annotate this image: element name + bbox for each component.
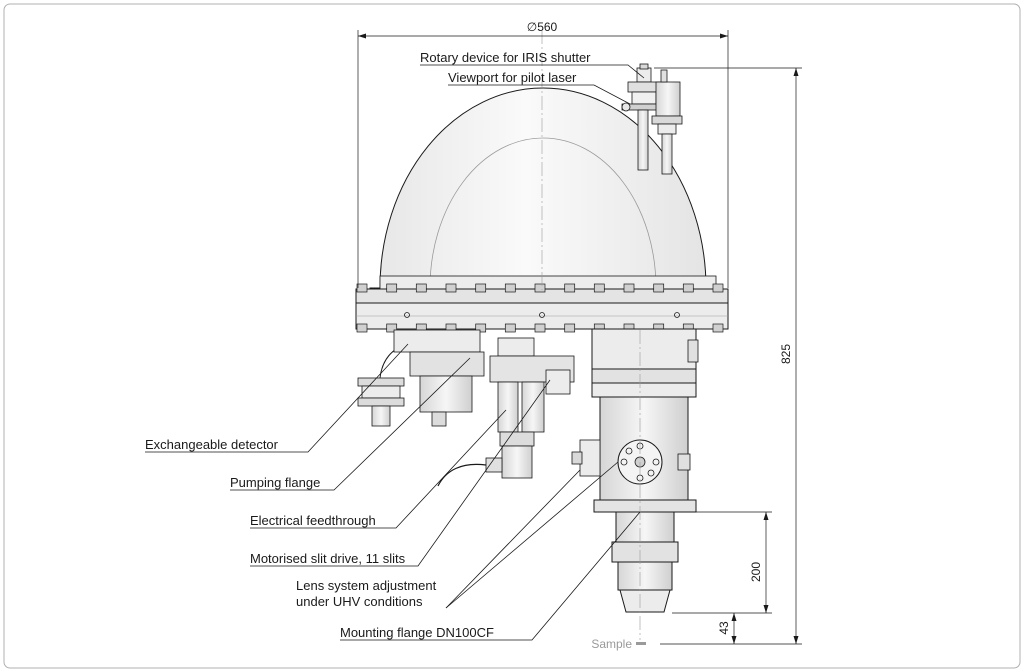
label-lens-adjust-line1: Lens system adjustment [296, 578, 437, 593]
dimension-lens-height [672, 511, 772, 614]
label-lens-adjust-line2: under UHV conditions [296, 594, 423, 609]
label-pumping-flange: Pumping flange [230, 475, 320, 490]
flange-bolt [564, 283, 576, 293]
dim-lens-height-label: 200 [749, 562, 763, 582]
mounting-flange [593, 499, 697, 613]
flange-holes [404, 312, 680, 318]
flange-bolt [445, 283, 457, 293]
pumping-flange-assembly [393, 329, 485, 427]
flange-bolts-top [356, 283, 724, 293]
pilot-laser-viewport [651, 69, 683, 175]
slit-drive-assembly [437, 337, 575, 487]
flange-bolt [682, 283, 694, 293]
exchangeable-detector [357, 343, 409, 427]
flange-bolt [415, 283, 427, 293]
label-rotary-device: Rotary device for IRIS shutter [420, 50, 591, 65]
leader-lines [145, 64, 645, 641]
flange-bolt [564, 323, 576, 333]
dimension-total-height [654, 67, 802, 645]
flange-bolt [712, 323, 724, 333]
flange-bolt [475, 323, 487, 333]
dim-sample-height-label: 43 [717, 621, 731, 635]
flange-bolt [593, 283, 605, 293]
flange-bolt [534, 283, 546, 293]
flange-bolt [386, 283, 398, 293]
flange-bolts-bottom [356, 323, 724, 333]
label-electrical-feedthrough: Electrical feedthrough [250, 513, 376, 528]
label-exchangeable-detector: Exchangeable detector [145, 437, 279, 452]
flange-bolt [623, 283, 635, 293]
label-slit-drive: Motorised slit drive, 11 slits [250, 551, 406, 566]
flange-bolt [356, 323, 368, 333]
lens-column [571, 328, 699, 502]
centre-lines [541, 30, 641, 640]
sample-label: Sample [591, 637, 632, 651]
dimension-sample-height [731, 613, 737, 644]
label-viewport: Viewport for pilot laser [448, 70, 577, 85]
sample-marker [636, 642, 646, 645]
page-frame [3, 3, 1021, 669]
flange-bolt [475, 283, 487, 293]
flange-bolt [504, 283, 516, 293]
rotary-iris-shutter-device [621, 63, 661, 171]
dimension-diameter [357, 30, 729, 288]
flange-bolt [534, 323, 546, 333]
dim-diameter-label: ∅560 [527, 20, 558, 34]
label-mounting-flange: Mounting flange DN100CF [340, 625, 494, 640]
flange-bolt [504, 323, 516, 333]
flange-bolt [653, 283, 665, 293]
flange-bolt [712, 283, 724, 293]
flange-bolt [386, 323, 398, 333]
main-flange [355, 288, 729, 330]
flange-bolt [356, 283, 368, 293]
dim-total-height-label: 825 [779, 344, 793, 364]
